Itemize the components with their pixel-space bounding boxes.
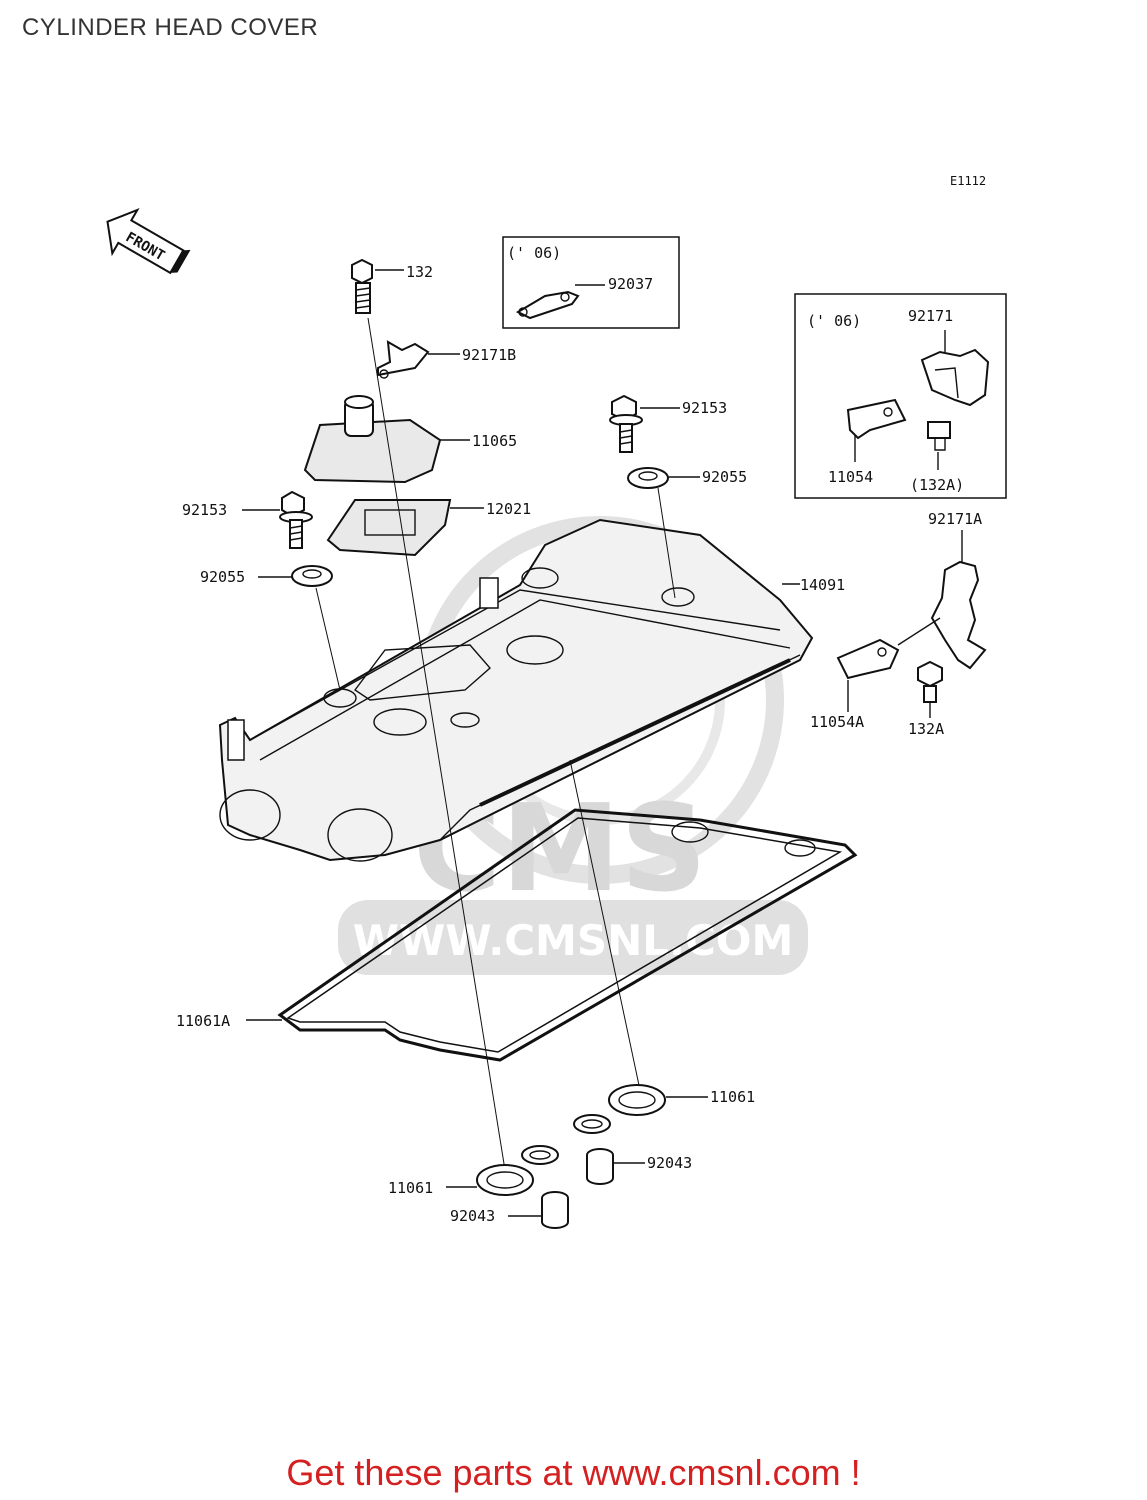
bolt-92153-right [609, 394, 680, 453]
watermark-url: WWW.CMSNL.COM [353, 916, 794, 965]
oring-11061-left [446, 1145, 559, 1196]
washer-92055-right [627, 467, 700, 489]
inset-box-06-92037: (' 06) [502, 236, 680, 329]
part-label-92153-left: 92153 [182, 501, 227, 519]
oring-11061-right [573, 1084, 708, 1134]
part-label-11061-right: 11061 [710, 1088, 755, 1106]
washer-92055-left [258, 565, 333, 587]
page-title: CYLINDER HEAD COVER [22, 14, 319, 41]
part-label-92043-right: 92043 [647, 1154, 692, 1172]
front-arrow-icon: FRONT [106, 208, 191, 275]
bolt-132A [917, 660, 943, 718]
dowel-92043-left [508, 1191, 569, 1229]
part-label-11054A: 11054A [810, 713, 864, 731]
dowel-92043-right [586, 1148, 645, 1185]
part-label-92043-left: 92043 [450, 1207, 495, 1225]
part-label-14091: 14091 [800, 576, 845, 594]
inset-year-label: (' 06) [507, 244, 561, 262]
inset-box-06-92171: (' 06) [794, 293, 1007, 499]
part-label-92055-right: 92055 [702, 468, 747, 486]
cta-link[interactable]: Get these parts at www.cmsnl.com ! [286, 1452, 861, 1493]
part-label-92153-right: 92153 [682, 399, 727, 417]
assembly-guide-lines [315, 317, 676, 1171]
bracket-11054A [836, 617, 941, 712]
plate-12021 [326, 499, 484, 557]
cylinder-head-cover-14091 [218, 518, 814, 862]
clamp-92171A [930, 530, 987, 670]
inset-year-label-2: (' 06) [807, 312, 861, 330]
part-label-92171B: 92171B [462, 346, 516, 364]
part-label-132A: 132A [908, 720, 944, 738]
diagram-code: E1112 [950, 174, 986, 188]
bracket-92171B [377, 340, 460, 379]
breather-cover-11065 [303, 395, 470, 484]
bolt-92153-left [242, 490, 313, 549]
part-label-11065: 11065 [472, 432, 517, 450]
part-label-92171A: 92171A [928, 510, 982, 528]
part-label-11054: 11054 [828, 468, 873, 486]
part-label-92171: 92171 [908, 307, 953, 325]
part-label-11061-left: 11061 [388, 1179, 433, 1197]
part-label-132A-box: (132A) [910, 476, 964, 494]
gasket-11061A [246, 808, 858, 1062]
bolt-132 [351, 258, 404, 314]
part-label-12021: 12021 [486, 500, 531, 518]
part-label-132: 132 [406, 263, 433, 281]
part-label-92037: 92037 [608, 275, 653, 293]
part-label-92055-left: 92055 [200, 568, 245, 586]
part-label-11061A: 11061A [176, 1012, 230, 1030]
parts-diagram: CMS WWW.CMSNL.COM E1112 FRONT (' 06) 920… [106, 174, 1007, 1229]
